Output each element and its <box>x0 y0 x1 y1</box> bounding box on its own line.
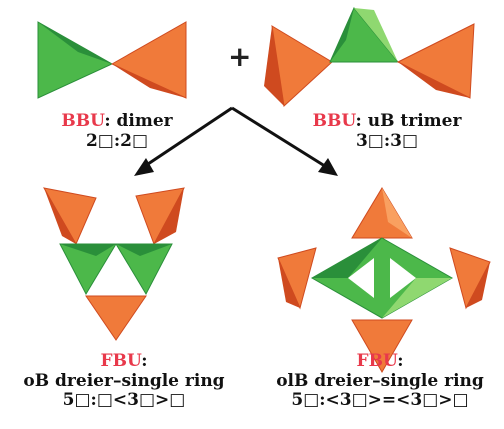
fbu-right-left-facet <box>278 258 300 308</box>
fbu-left-top-left-facet <box>44 188 76 244</box>
bbu-trimer-title: BBU: uB trimer <box>292 111 482 132</box>
fbu-left-polyhedra <box>43 187 185 341</box>
fbu-right-right-facet <box>466 262 490 308</box>
fbu-right-ring-hole-right <box>390 258 416 298</box>
bbu-dimer-formula: 2□:2□ <box>85 130 149 151</box>
fbu-right-title: FBU: <box>262 351 498 372</box>
fbu-left-prefix: FBU <box>100 351 142 371</box>
bbu-trimer-prefix: BBU <box>312 111 356 131</box>
bbu-dimer-prefix: BBU <box>61 111 105 131</box>
fbu-right-bottom-facet <box>352 320 382 372</box>
bbu-trimer-formula: 3□:3□ <box>355 130 419 151</box>
fbu-right-colon: : <box>397 351 404 371</box>
bbu-trimer-caption: BBU: uB trimer 3□:3□ <box>292 111 482 151</box>
bbu-dimer-caption: BBU: dimer 2□:2□ <box>52 111 182 151</box>
arrow-to-left-fbu <box>141 106 233 170</box>
fbu-right-name: olB dreier–single ring <box>276 370 484 391</box>
bbu-trimer-polyhedra <box>264 7 475 108</box>
dimer-orange-facet <box>112 64 186 98</box>
trimer-green-dark-facet <box>330 8 354 62</box>
trimer-left-orange-facet <box>264 26 284 106</box>
derivation-arrows <box>134 106 338 176</box>
fbu-left-top-right-facet <box>154 188 184 244</box>
fbu-right-caption: FBU: olB dreier–single ring 5□:<3□>=<3□>… <box>262 351 498 411</box>
fbu-left-title: FBU: <box>8 351 240 372</box>
fbu-right-green-upper-left <box>312 238 382 278</box>
fbu-right-prefix: FBU <box>356 351 398 371</box>
fbu-right-top-facet <box>382 188 412 238</box>
fbu-left-green-right-facet <box>116 244 172 256</box>
bbu-dimer-suffix: : dimer <box>104 111 173 131</box>
bbu-trimer-suffix: : uB trimer <box>355 111 462 131</box>
fbu-left-formula: 5□:□<3□>□ <box>62 390 186 411</box>
plus-sign: + <box>228 40 251 73</box>
arrow-left-head <box>134 158 154 176</box>
fbu-left-caption: FBU: oB dreier–single ring 5□:□<3□>□ <box>8 351 240 411</box>
dimer-green-facet <box>38 22 112 64</box>
trimer-right-orange-facet <box>398 62 470 98</box>
fbu-left-green-left-facet <box>60 244 116 256</box>
fbu-right-polyhedra <box>277 187 491 374</box>
fbu-left-ring-hole <box>94 256 138 292</box>
fbu-left-bottom-orange <box>85 295 147 341</box>
fbu-left-name: oB dreier–single ring <box>23 370 225 391</box>
arrow-to-right-fbu <box>231 106 329 170</box>
fbu-right-green-lower-right <box>382 278 452 318</box>
arrow-right-head <box>318 158 338 176</box>
bbu-dimer-title: BBU: dimer <box>52 111 182 132</box>
fbu-left-colon: : <box>141 351 148 371</box>
fbu-right-formula: 5□:<3□>=<3□>□ <box>291 390 469 411</box>
trimer-green-facet <box>354 8 398 62</box>
fbu-right-ring-hole-left <box>348 258 374 298</box>
bbu-dimer-polyhedra <box>37 21 187 99</box>
